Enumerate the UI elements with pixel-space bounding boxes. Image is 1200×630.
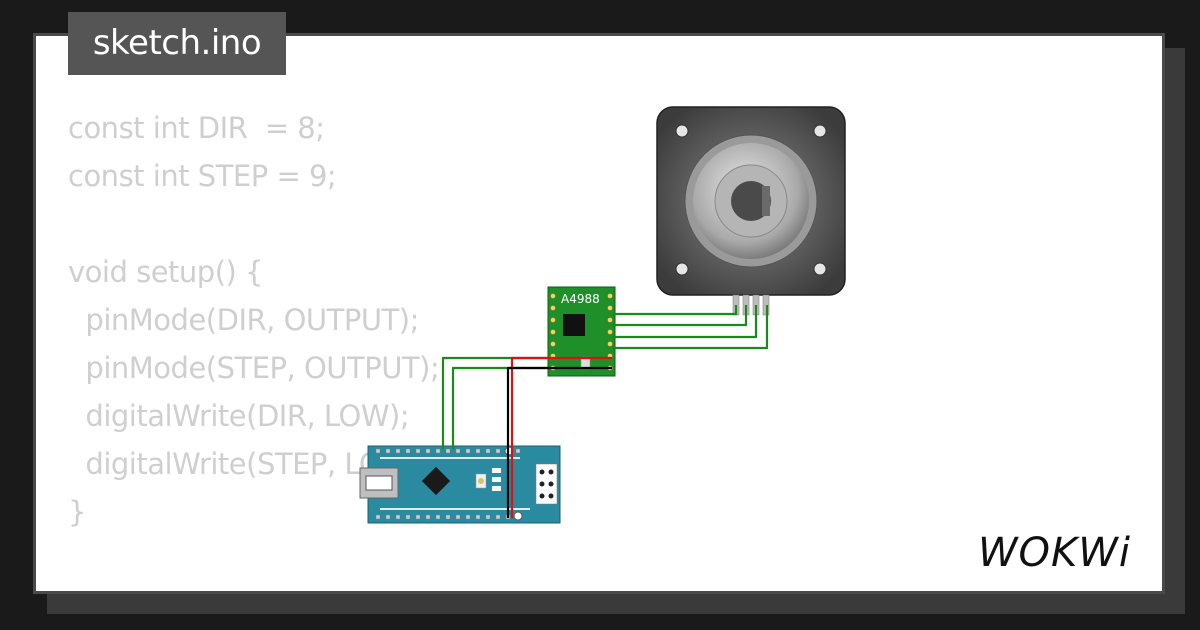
file-tab-label: sketch.ino [92, 23, 262, 63]
wire-coil-1a[interactable] [612, 305, 738, 316]
wire-vcc[interactable] [510, 356, 612, 518]
stepper-motor-icon[interactable] [656, 106, 846, 316]
wire-group [441, 305, 769, 518]
code-line: const int STEP = 9; [68, 159, 337, 193]
code-line: digitalWrite(DIR, LOW); [68, 399, 410, 433]
a4988-driver-icon[interactable]: A4988 [547, 286, 616, 377]
code-line: const int DIR = 8; [68, 111, 325, 145]
code-preview: const int DIR = 8; const int STEP = 9; voi… [68, 104, 440, 591]
wire-coil-1b[interactable] [612, 305, 748, 327]
code-line: } [68, 495, 86, 529]
wire-gnd[interactable] [506, 366, 612, 518]
wire-dir[interactable] [451, 366, 548, 449]
file-tab[interactable]: sketch.ino [68, 12, 286, 75]
code-line: void setup() { [68, 255, 264, 289]
arduino-nano-icon[interactable] [359, 445, 561, 524]
driver-label: A4988 [561, 292, 600, 306]
code-line: pinMode(STEP, OUTPUT); [68, 351, 440, 385]
wire-coil-2b[interactable] [612, 305, 769, 350]
code-line: pinMode(DIR, OUTPUT); [68, 303, 419, 337]
usb-connector-icon [359, 467, 399, 499]
wire-coil-2a[interactable] [612, 305, 758, 339]
wokwi-logo-icon: WOKWi [978, 530, 1131, 576]
wire-step[interactable] [441, 356, 548, 449]
wokwi-logo-text: WOKWi [978, 530, 1131, 576]
